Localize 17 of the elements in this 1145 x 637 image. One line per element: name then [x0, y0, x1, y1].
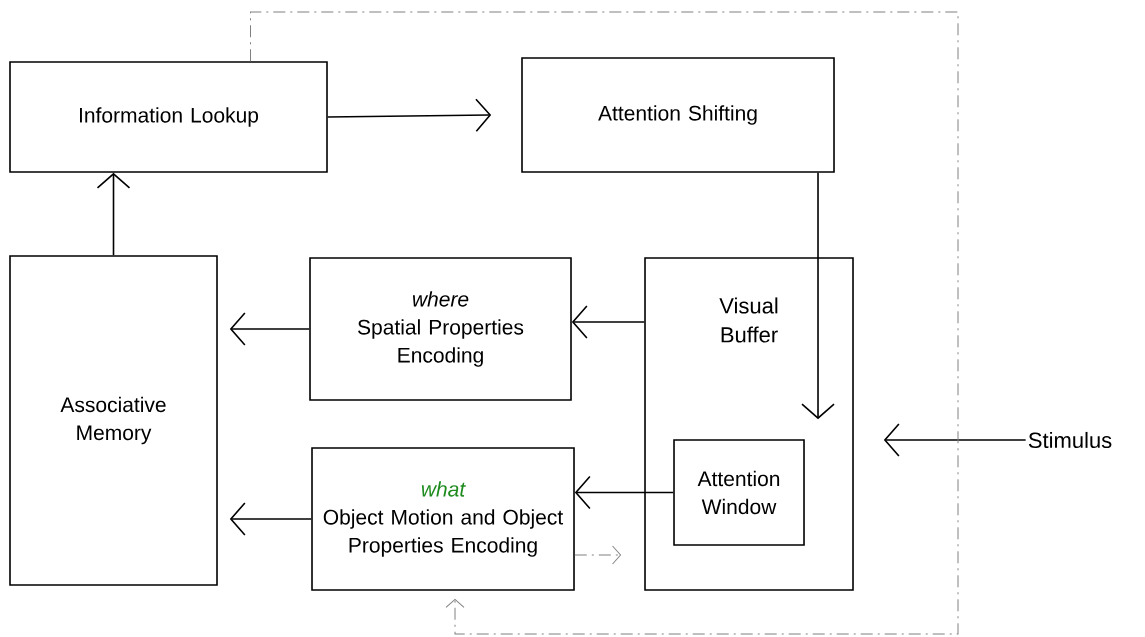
arrow — [571, 305, 645, 339]
memory-box: Associative Memory — [9, 255, 218, 586]
arrow — [96, 172, 131, 256]
arrow — [229, 312, 310, 346]
process-box: Information Lookup — [9, 61, 328, 173]
stimulus-label: Stimulus — [1028, 431, 1112, 449]
encoding-box: where Spatial Properties Encoding — [309, 257, 572, 401]
arrow — [801, 172, 835, 420]
encoding-box: what Object Motion and Object Properties Encoding — [311, 447, 575, 591]
arrow — [327, 98, 492, 132]
arrow — [229, 502, 312, 536]
arrow — [574, 475, 674, 510]
feedback-arrow — [574, 545, 622, 565]
feedback-arrow — [250, 11, 959, 635]
process-box: Attention Shifting — [521, 57, 835, 173]
arrow — [883, 423, 1027, 457]
window-box: Attention Window — [673, 439, 805, 546]
